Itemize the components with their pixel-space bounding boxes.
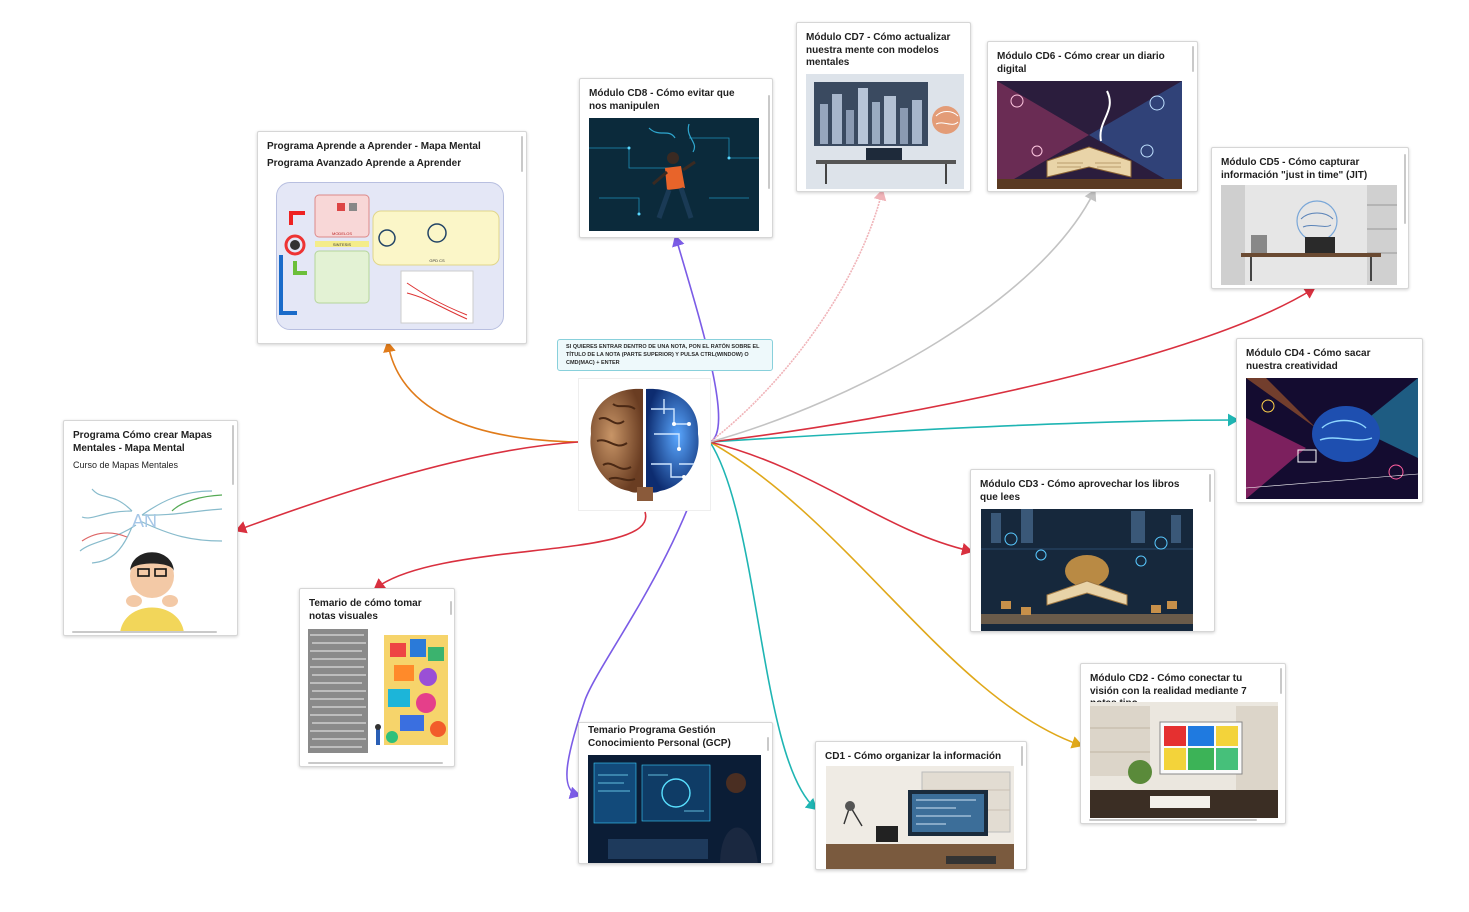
cd4-thumbnail xyxy=(1246,378,1418,499)
cd7-thumbnail xyxy=(806,74,964,189)
scrollbar[interactable] xyxy=(521,136,523,172)
scrollbar[interactable] xyxy=(1192,46,1194,72)
gcp-thumbnail xyxy=(588,755,761,864)
horizontal-scrollbar[interactable] xyxy=(72,631,217,633)
scrollbar[interactable] xyxy=(232,425,234,485)
node-gcp[interactable]: Temario Programa Gestión Conocimiento Pe… xyxy=(578,722,773,864)
node-title[interactable]: Módulo CD4 - Cómo sacar nuestra creativi… xyxy=(1246,348,1413,373)
node-mapas-mentales[interactable]: Programa Cómo crear Mapas Mentales - Map… xyxy=(63,420,238,636)
cd3-thumbnail xyxy=(981,509,1193,631)
modelos-label: MODELOS xyxy=(332,231,352,236)
node-cd4[interactable]: Módulo CD4 - Cómo sacar nuestra creativi… xyxy=(1236,338,1423,503)
node-subtitle: Programa Avanzado Aprende a Aprender xyxy=(267,158,517,171)
cd6-thumbnail xyxy=(997,81,1182,189)
node-title[interactable]: Módulo CD8 - Cómo evitar que nos manipul… xyxy=(589,88,763,113)
cd5-thumbnail xyxy=(1221,185,1397,285)
edge-aprende xyxy=(388,344,578,442)
diagram-thumbnail: MODELOS SINTESIS GPD CS xyxy=(276,182,504,330)
node-title[interactable]: Temario Programa Gestión Conocimiento Pe… xyxy=(588,725,763,750)
cd2-thumbnail xyxy=(1090,702,1278,818)
node-cd3[interactable]: Módulo CD3 - Cómo aprovechar los libros … xyxy=(970,469,1215,632)
edge-cd3 xyxy=(710,442,970,551)
node-cd2[interactable]: Módulo CD2 - Cómo conectar tu visión con… xyxy=(1080,663,1286,824)
gpd-label: GPD CS xyxy=(429,258,445,263)
node-cd5[interactable]: Módulo CD5 - Cómo capturar información "… xyxy=(1211,147,1409,289)
node-cd8[interactable]: Módulo CD8 - Cómo evitar que nos manipul… xyxy=(579,78,773,238)
edge-visuales xyxy=(376,512,646,588)
node-subtitle: Curso de Mapas Mentales xyxy=(73,459,228,471)
scrollbar[interactable] xyxy=(1021,746,1023,766)
node-title[interactable]: Módulo CD6 - Cómo crear un diario digita… xyxy=(997,51,1188,76)
edge-cd5 xyxy=(710,289,1313,442)
instruction-note: SI QUIERES ENTRAR DENTRO DE UNA NOTA, PO… xyxy=(557,339,773,371)
node-title[interactable]: Módulo CD3 - Cómo aprovechar los libros … xyxy=(980,479,1205,504)
scrollbar[interactable] xyxy=(1404,154,1406,224)
scrollbar[interactable] xyxy=(1209,474,1211,502)
node-cd7[interactable]: Módulo CD7 - Cómo actualizar nuestra men… xyxy=(796,22,971,192)
node-aprende-a-aprender[interactable]: Programa Aprende a Aprender - Mapa Menta… xyxy=(257,131,527,344)
node-title[interactable]: Módulo CD5 - Cómo capturar información "… xyxy=(1221,157,1399,182)
scrollbar[interactable] xyxy=(768,95,770,189)
sintesis-label: SINTESIS xyxy=(333,242,352,247)
horizontal-scrollbar[interactable] xyxy=(308,762,443,764)
central-brain-node[interactable] xyxy=(578,378,711,511)
scrollbar[interactable] xyxy=(450,601,452,615)
node-cd1[interactable]: CD1 - Cómo organizar la información xyxy=(815,741,1027,870)
node-title[interactable]: Programa Cómo crear Mapas Mentales - Map… xyxy=(73,430,228,455)
svg-text:AN: AN xyxy=(132,511,157,531)
node-title[interactable]: Programa Aprende a Aprender - Mapa Menta… xyxy=(267,141,517,154)
node-cd6[interactable]: Módulo CD6 - Cómo crear un diario digita… xyxy=(987,41,1198,192)
cd8-thumbnail xyxy=(589,118,759,231)
node-notas-visuales[interactable]: Temario de cómo tomar notas visuales xyxy=(299,588,455,767)
instruction-text: SI QUIERES ENTRAR DENTRO DE UNA NOTA, PO… xyxy=(566,344,759,366)
visual-notes-thumbnail xyxy=(308,629,450,753)
edge-mapas xyxy=(238,442,578,530)
mindmap-thumbnail: AN xyxy=(72,481,230,633)
node-title[interactable]: Módulo CD7 - Cómo actualizar nuestra men… xyxy=(806,32,961,70)
scrollbar[interactable] xyxy=(1280,668,1282,694)
node-title[interactable]: Temario de cómo tomar notas visuales xyxy=(309,598,445,623)
cd1-thumbnail xyxy=(826,766,1014,870)
horizontal-scrollbar[interactable] xyxy=(1089,819,1257,821)
edge-cd4 xyxy=(710,420,1236,442)
node-title[interactable]: CD1 - Cómo organizar la información xyxy=(825,751,1017,764)
scrollbar[interactable] xyxy=(767,737,769,751)
brain-image xyxy=(579,379,710,510)
